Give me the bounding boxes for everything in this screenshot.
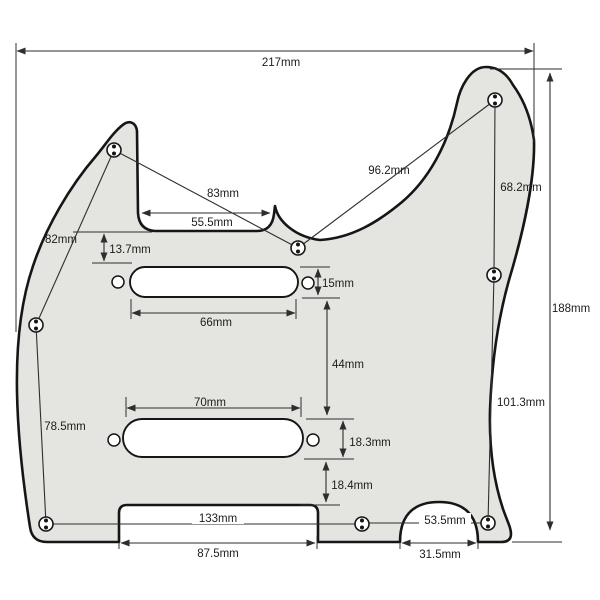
- dimension-labels: 217mm 96.2mm 68.2mm 188mm 82mm 83mm 55.5…: [44, 57, 590, 561]
- dim-label-18-4mm: 18.4mm: [331, 480, 373, 492]
- dim-label-13-7mm: 13.7mm: [109, 244, 151, 256]
- dim-label-82mm: 82mm: [45, 234, 77, 246]
- dim-label-83mm: 83mm: [207, 188, 239, 200]
- dim-label-68-2mm: 68.2mm: [500, 182, 542, 194]
- screw-hole-center: [290, 240, 306, 256]
- dim-label-217mm: 217mm: [262, 57, 300, 69]
- dim-label-96-2mm: 96.2mm: [368, 165, 410, 177]
- screw-hole-bottom-right: [480, 515, 496, 531]
- dim-label-55-5mm: 55.5mm: [191, 217, 233, 229]
- pickup-cutouts: [122, 266, 304, 458]
- dim-label-78-5mm: 78.5mm: [44, 421, 86, 433]
- bridge-pickup-cutout: [122, 418, 304, 458]
- screw-hole-bottom-middle: [354, 516, 370, 532]
- line-83mm: [113, 149, 299, 249]
- screw-hole-horn: [106, 142, 122, 158]
- dimension-lines: [16, 47, 554, 547]
- neck-pickup-hole-left: [111, 275, 125, 289]
- dim-label-188mm: 188mm: [552, 303, 590, 315]
- screw-hole-lower-left: [38, 516, 54, 532]
- dim-label-15mm: 15mm: [322, 278, 354, 290]
- dim-label-31-5mm: 31.5mm: [419, 549, 461, 561]
- screw-hole-middle-right: [486, 267, 502, 283]
- screw-holes: [28, 92, 503, 532]
- bridge-pickup-hole-right: [306, 433, 320, 447]
- hole-connector-lines: [35, 99, 496, 525]
- dim-label-18-3mm: 18.3mm: [349, 437, 391, 449]
- pickguard-outline: [15, 65, 536, 544]
- dim-label-70mm: 70mm: [194, 397, 226, 409]
- line-96-2mm: [297, 99, 496, 249]
- extension-lines: [15, 43, 562, 549]
- dim-label-87-5mm: 87.5mm: [197, 548, 239, 560]
- dim-label-101-3mm: 101.3mm: [497, 397, 545, 409]
- dim-label-133mm: 133mm: [199, 513, 237, 525]
- dim-label-53-5mm: 53.5mm: [424, 515, 466, 527]
- line-82mm: [35, 149, 115, 326]
- dim-label-66mm: 66mm: [200, 317, 232, 329]
- dim-label-44mm: 44mm: [332, 359, 364, 371]
- label-mask-133: [192, 512, 244, 524]
- line-68-2mm: [493, 99, 496, 276]
- neck-pickup-cutout: [129, 266, 299, 298]
- pickup-mounting-holes: [107, 275, 320, 447]
- label-mask-53-5: [419, 513, 471, 525]
- line-101-3mm: [487, 274, 495, 524]
- line-78-5mm: [35, 324, 47, 525]
- screw-hole-upper-left: [28, 317, 44, 333]
- screw-hole-top-right: [487, 92, 503, 108]
- bridge-pickup-hole-left: [107, 433, 121, 447]
- neck-pickup-hole-right: [301, 276, 315, 290]
